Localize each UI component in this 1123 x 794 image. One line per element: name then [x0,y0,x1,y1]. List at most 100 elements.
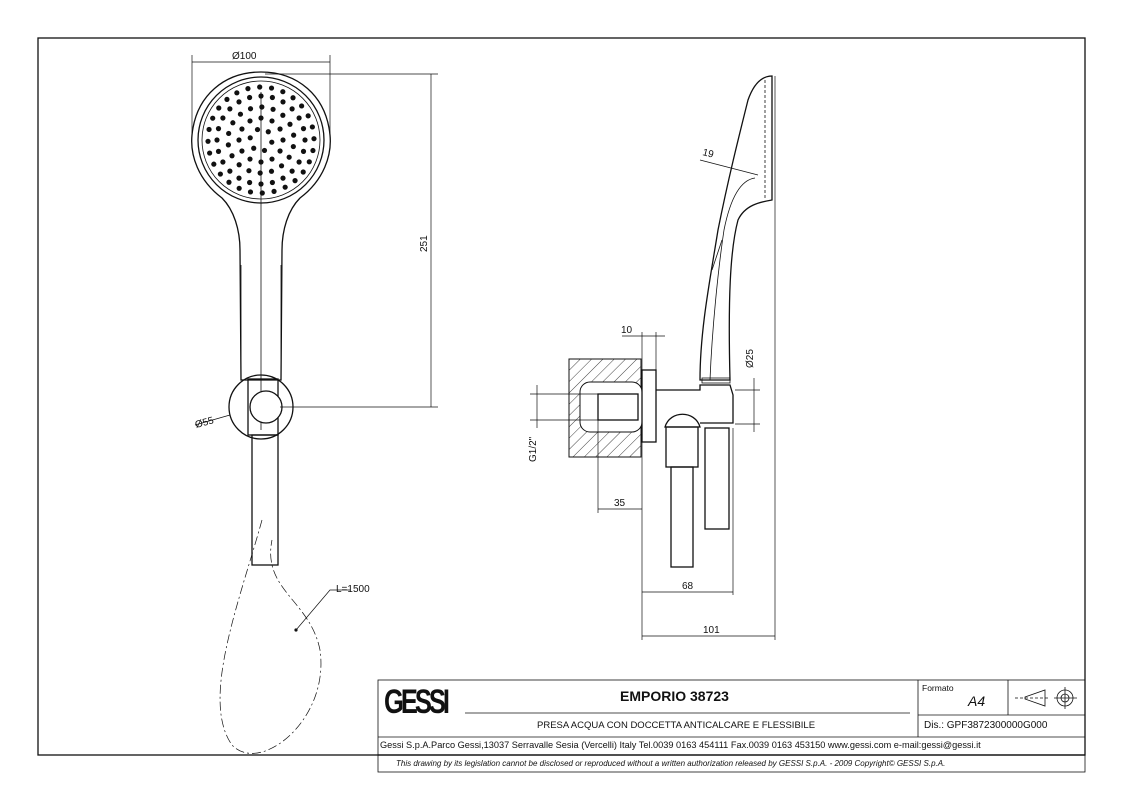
company-address: Gessi S.p.A.Parco Gessi,13037 Serravalle… [380,740,981,750]
nozzle-dot [211,161,217,167]
nozzle-dot [269,139,275,145]
nozzle-dot [254,126,261,133]
nozzle-dot [247,94,253,101]
nozzle-dot [225,142,231,148]
nozzle-dot [269,118,275,124]
nozzle-dot [292,178,298,184]
wall-plate [641,369,657,443]
nozzle-dot [215,148,222,154]
dim-thread: G1/2" [528,436,539,462]
nozzle-dot [257,170,263,176]
front-view: Ø100 251 Ø55 L=1500 [191,51,438,754]
nozzle-dot [224,96,230,102]
nozzle-dot [207,150,213,156]
nozzle-dot [214,137,220,143]
nozzle-dot [210,115,216,121]
format-label: Formato [922,683,954,693]
nozzle-dot [290,95,296,101]
nozzle-dot [220,115,226,121]
dim-head-diameter: Ø100 [232,51,257,62]
nozzle-dot [300,126,307,132]
nozzle-dot [237,111,244,117]
hose-side [670,466,694,568]
nozzle-dot [259,190,265,196]
threaded-inlet [597,393,639,421]
nozzle-dot [234,90,240,96]
nozzle-dot [259,104,265,110]
nozzle-dot [268,168,275,174]
nozzle-dot [258,93,264,99]
hand-shower-profile [699,75,773,381]
nozzle-dot [280,112,286,118]
spray-nozzles [205,84,317,196]
nozzle-dot [251,145,257,151]
nozzle-dot [258,159,264,165]
nozzle-dot [265,129,271,135]
nozzle-dot [261,147,268,154]
nozzle-dot [217,171,223,177]
nozzle-dot [230,120,236,126]
outlet-body [656,384,734,424]
nozzle-dot [247,156,253,162]
nozzle-dot [287,121,293,127]
nozzle-dot [269,94,275,101]
nozzle-dot [226,179,232,185]
nozzle-dot [236,99,242,105]
nozzle-dot [291,132,297,138]
nozzle-dot [309,124,315,130]
nozzle-dot [258,181,264,187]
dim-bracket-diameter: Ø55 [194,415,216,431]
nozzle-dot [220,159,226,165]
nozzle-dot [247,179,253,186]
nozzle-dot [229,153,235,159]
nozzle-dot [239,126,245,132]
nozzle-dot [300,148,307,154]
nozzle-dot [236,175,242,181]
nozzle-dot [239,148,245,154]
nozzle-dot [277,148,283,154]
nozzle-dot [268,85,275,91]
product-description: PRESA ACQUA CON DOCCETTA ANTICALCARE E F… [537,720,816,731]
dim-plate-thickness: 10 [621,325,633,336]
nozzle-dot [269,179,275,186]
dim-head-thickness: 19 [701,147,715,160]
nozzle-dot [215,126,222,132]
nozzle-dot [282,184,288,190]
spray-face [197,76,325,204]
nozzle-dot [289,168,295,174]
drawing-frame [37,37,1086,756]
nozzle-dot [311,136,317,142]
dim-handle-diameter: Ø25 [745,349,756,368]
copyright-notice: This drawing by its legislation cannot b… [396,759,946,768]
nozzle-dot [227,106,233,112]
side-view: 19 10 Ø25 G1/2" 35 68 101 [528,75,776,640]
title-block [377,679,1086,773]
nozzle-dot [302,137,308,143]
nozzle-dot [299,103,305,109]
holder-sleeve [704,427,730,530]
nozzle-dot [289,106,295,112]
nozzle-dot [310,147,316,154]
nozzle-dot [205,138,211,144]
projection-symbol-icon [1015,687,1077,709]
nozzle-dot [206,126,212,133]
drawing-number: Dis.: GPF3872300000G000 [924,720,1048,731]
dim-total-projection: 101 [703,625,720,636]
nozzle-dot [278,163,285,169]
nozzle-dot [271,188,277,194]
hose-fitting [251,434,279,566]
nozzle-dot [300,169,306,175]
nozzle-dot [280,137,286,143]
nozzle-dot [306,159,312,165]
bracket-knob [249,390,283,424]
nozzle-dot [258,115,264,121]
nozzle-dot [280,99,286,105]
nozzle-dot [246,168,252,174]
hose-connector [665,426,699,468]
nozzle-dot [236,185,242,191]
nozzle-dot [286,154,292,160]
nozzle-dot [280,175,286,181]
nozzle-dot [226,130,232,137]
nozzle-dot [247,189,254,195]
